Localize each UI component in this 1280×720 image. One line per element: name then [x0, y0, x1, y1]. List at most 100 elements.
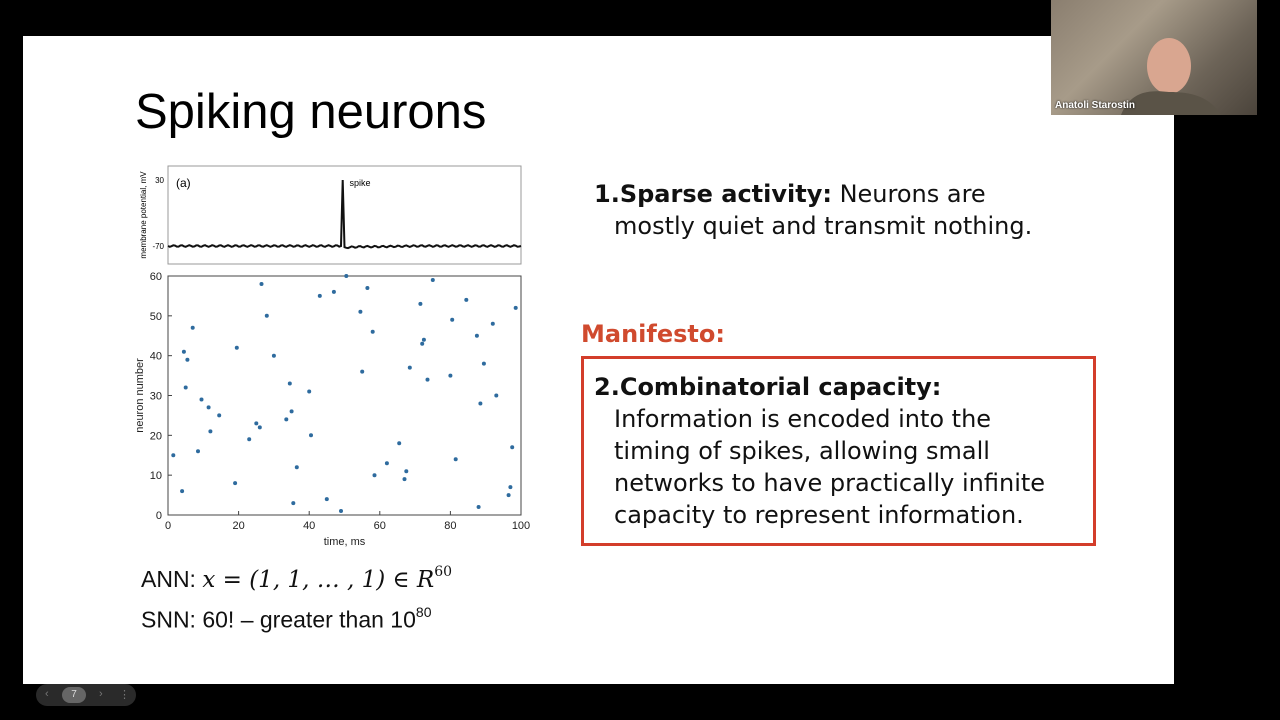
spike-dot: [217, 413, 222, 418]
spike-dot: [464, 297, 469, 302]
x-tick-label: 80: [444, 520, 456, 532]
spike-dot: [259, 282, 264, 286]
point1-heading: Sparse activity:: [619, 180, 832, 208]
spike-dot: [254, 421, 259, 426]
x-axis-label: time, ms: [324, 536, 366, 548]
spike-dot: [309, 433, 313, 438]
spike-dot: [199, 397, 204, 402]
point2-line: capacity to represent information.: [614, 501, 1024, 529]
spike-dot: [365, 286, 370, 290]
snn-exponent: 80: [415, 604, 432, 620]
x-tick-label: 40: [303, 520, 315, 532]
y-tick-label: 20: [150, 430, 162, 442]
spike-dot: [307, 389, 312, 394]
spike-dot: [370, 329, 375, 334]
point-sparse-activity: 1.Sparse activity: Neurons are mostly qu…: [594, 178, 1032, 242]
spike-dot: [294, 465, 299, 470]
spike-dot: [448, 373, 453, 378]
spike-dot: [510, 445, 515, 450]
manifesto-box: [581, 356, 1096, 546]
next-slide-icon[interactable]: ›: [99, 688, 103, 700]
x-tick-label: 0: [165, 520, 171, 532]
y-axis-label: neuron number: [134, 358, 146, 433]
spike-dot: [257, 425, 262, 430]
spike-dot: [190, 325, 195, 330]
scatter-frame: [167, 275, 522, 516]
spike-dot: [358, 309, 363, 314]
spike-dot: [324, 497, 329, 502]
spike-dot: [450, 317, 455, 322]
spike-dot: [291, 501, 296, 506]
y-tick-label: 60: [150, 271, 162, 283]
spike-dot: [287, 381, 292, 386]
spike-dot: [331, 289, 336, 294]
spike-dot: [206, 405, 211, 410]
presenter-silhouette: [1121, 38, 1221, 115]
point2-heading: Combinatorial capacity:: [619, 373, 942, 401]
spike-dot: [171, 453, 176, 458]
snn-label: SNN:: [141, 606, 196, 633]
spike-dot: [247, 437, 252, 442]
point1-text-line2: mostly quiet and transmit nothing.: [614, 212, 1033, 240]
spike-dot: [420, 341, 425, 346]
y-tick-label: 30: [150, 391, 162, 403]
point-combinatorial-capacity: 2.Combinatorial capacity: Information is…: [594, 371, 1045, 531]
y-tick-label: 40: [150, 351, 162, 363]
spike-dot: [481, 361, 486, 366]
trace-y-tick-label: -70: [152, 242, 164, 251]
point1-text: Neurons are: [831, 180, 986, 208]
prev-slide-icon[interactable]: ‹: [45, 688, 49, 700]
y-tick-label: 10: [150, 470, 162, 482]
spike-dot: [360, 369, 365, 374]
y-tick-label: 0: [156, 510, 162, 522]
point2-line: networks to have practically infinite: [614, 469, 1046, 497]
x-tick-label: 100: [512, 520, 530, 532]
spike-dot: [478, 401, 483, 406]
spike-dot: [233, 481, 238, 486]
ann-label: ANN:: [141, 566, 196, 592]
trace-y-tick-label: 30: [155, 176, 164, 185]
point2-number: 2.: [594, 373, 620, 401]
spike-dot: [196, 449, 200, 454]
spike-dot: [317, 293, 322, 298]
manifesto-label: Manifesto:: [581, 320, 725, 348]
spike-dot: [490, 321, 495, 326]
spike-dot: [339, 509, 343, 513]
spike-dot: [208, 429, 213, 434]
spike-dot: [453, 457, 458, 462]
y-tick-label: 50: [150, 311, 162, 323]
trace-frame: [167, 165, 522, 265]
spike-dot: [344, 274, 349, 278]
spike-dot: [425, 377, 430, 382]
x-tick-label: 60: [374, 520, 386, 532]
spike-dot: [474, 333, 479, 338]
spike-dot: [180, 489, 185, 494]
spike-dot: [494, 393, 499, 398]
slide-title: Spiking neurons: [135, 85, 487, 139]
spike-dot: [384, 461, 389, 466]
spike-dot: [183, 385, 188, 390]
webcam-video[interactable]: Anatoli Starostin: [1051, 0, 1257, 115]
spike-dot: [397, 441, 402, 446]
spike-dot: [508, 485, 513, 490]
snn-expression: 60! – greater than 10: [202, 606, 416, 633]
slide-navigation[interactable]: ‹ 7 › ⋮: [36, 684, 136, 706]
spike-dot: [430, 278, 435, 282]
more-options-icon[interactable]: ⋮: [119, 689, 130, 701]
participant-name: Anatoli Starostin: [1055, 100, 1136, 111]
ann-expression: x = (1, 1, … , 1) ∈ R: [202, 567, 435, 593]
x-tick-label: 20: [232, 520, 244, 532]
spike-dot: [421, 337, 426, 342]
ann-exponent: 60: [434, 564, 453, 581]
spike-dot: [284, 417, 289, 422]
spike-dot: [271, 353, 276, 358]
trace-y-axis-label: membrane potential, mV: [139, 171, 148, 259]
point2-line: timing of spikes, allowing small: [614, 437, 990, 465]
spike-dot: [185, 357, 190, 362]
membrane-trace: [167, 179, 522, 250]
page-indicator: 7: [62, 687, 86, 703]
spike-dot: [264, 313, 269, 318]
spike-dot: [372, 473, 377, 478]
